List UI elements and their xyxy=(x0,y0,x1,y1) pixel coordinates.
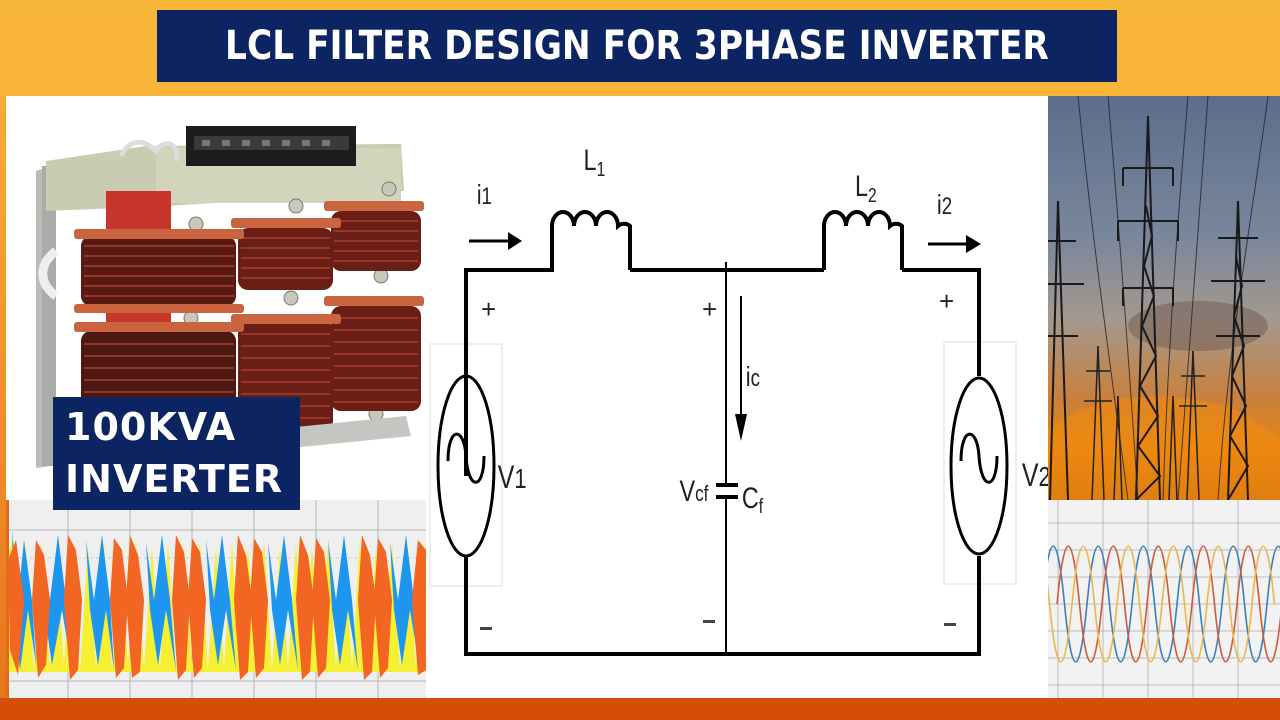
phase-c-wave xyxy=(1048,545,1276,663)
plus-v2: + xyxy=(939,286,954,316)
label-l2: L2 xyxy=(855,169,877,206)
sinusoidal-waveform-chart xyxy=(1048,500,1280,698)
source-v2-symbol xyxy=(949,376,1009,556)
label-rating: 100KVA xyxy=(65,405,237,449)
label-type: INVERTER xyxy=(65,457,284,501)
bottom-bar xyxy=(0,698,1280,720)
label-i2: i2 xyxy=(937,189,952,220)
minus-v1 xyxy=(480,627,492,630)
label-i1: i1 xyxy=(477,179,492,210)
label-l1: L1 xyxy=(584,143,606,180)
transmission-towers-photo xyxy=(1048,96,1280,500)
label-v1: V1 xyxy=(498,460,527,496)
inductor-illustration xyxy=(36,126,424,468)
towers-illustration xyxy=(1048,96,1280,500)
inverter-rating-label: 100KVA INVERTER xyxy=(53,397,300,510)
tower-main xyxy=(1117,115,1179,500)
inductor-l1-symbol xyxy=(550,210,632,270)
label-v2: V2 xyxy=(1022,458,1048,494)
tower-right xyxy=(1211,200,1265,500)
plus-vcf: + xyxy=(702,294,717,324)
tower-left xyxy=(1048,200,1084,500)
distorted-waveform-plot xyxy=(6,500,426,698)
lcl-circuit-diagram: L1 L2 i1 i2 ic Vcf Cf V1 V2 + + + xyxy=(429,143,1051,656)
title-banner: LCL FILTER DESIGN FOR 3PHASE INVERTER xyxy=(157,10,1117,82)
minus-vcf xyxy=(703,620,715,623)
minus-v2 xyxy=(944,623,956,626)
label-cf: Cf xyxy=(742,481,763,517)
three-phase-sine-plot xyxy=(1048,500,1280,698)
plus-v1: + xyxy=(481,294,496,324)
lcl-filter-schematic: L1 L2 i1 i2 ic Vcf Cf V1 V2 + + + xyxy=(426,96,1051,698)
left-edge-stripe xyxy=(0,96,6,698)
inductor-l2-symbol xyxy=(822,210,904,270)
phase-a-wave xyxy=(1048,545,1280,663)
page-title: LCL FILTER DESIGN FOR 3PHASE INVERTER xyxy=(225,23,1049,69)
distorted-waveform-chart xyxy=(6,500,426,698)
label-vcf: Vcf xyxy=(680,474,709,507)
label-ic: ic xyxy=(746,361,760,392)
phase-b-wave xyxy=(1056,545,1280,663)
